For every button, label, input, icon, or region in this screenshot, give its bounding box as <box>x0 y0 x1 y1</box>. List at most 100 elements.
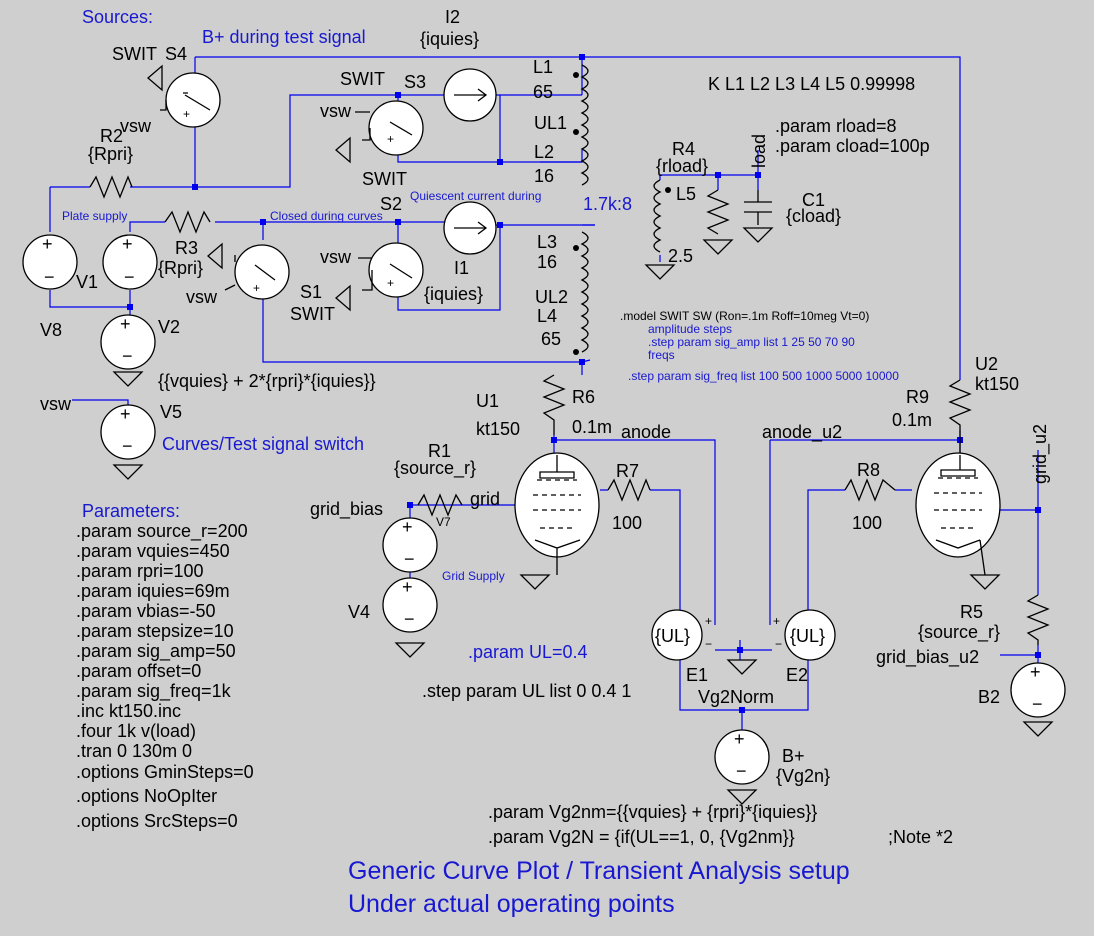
s4-vsw-label: vsw <box>120 116 152 136</box>
v2-value-label: {{vquies} + 2*{rpri}*{iquies}} <box>158 371 376 391</box>
component-labels: SWIT S4 I2 {iquies} SWIT S3 vsw SWIT vsw… <box>40 7 1051 847</box>
s3-vsw-label: vsw <box>320 101 352 121</box>
i1-ref-label: I1 <box>454 258 469 278</box>
switch-s1: + <box>207 242 290 300</box>
grid-supply-label: Grid Supply <box>442 569 505 583</box>
l4-value-label: 65 <box>541 329 561 349</box>
u2-value-label: kt150 <box>975 374 1019 394</box>
resistor-r9 <box>948 379 972 455</box>
resistor-r8 <box>844 478 896 502</box>
r1-value-label: {source_r} <box>394 458 476 479</box>
r2-ref-label: R2 <box>100 126 123 146</box>
resistor-r3 <box>164 210 211 234</box>
l2-value-label: 16 <box>534 166 554 186</box>
svg-text:−: − <box>44 267 55 287</box>
r9-value-label: 0.1m <box>892 410 932 430</box>
u1-value-label: kt150 <box>476 419 520 439</box>
freqs-comment: freqs <box>648 348 675 362</box>
voltage-source-v2: + − <box>100 314 156 387</box>
step-freq-directive: .step param sig_freq list 100 500 1000 5… <box>628 369 899 383</box>
voltage-source-v4: + − <box>382 577 438 658</box>
l4-ref-label: L4 <box>537 306 557 326</box>
e1-ref-label: E1 <box>686 665 708 685</box>
inductor-l3-l4 <box>573 231 589 355</box>
dependent-source-e2: + − <box>773 609 836 661</box>
voltage-source-v1: + − <box>22 234 78 290</box>
title-line-2: Under actual operating points <box>348 890 675 918</box>
svg-text:+: + <box>42 234 53 254</box>
r5-ref-label: R5 <box>960 602 983 622</box>
parameter-line: .param rpri=100 <box>76 561 204 581</box>
c1-ref-label: C1 <box>802 190 825 210</box>
parameter-line: .param vquies=450 <box>76 541 230 561</box>
step-amp-directive: .step param sig_amp list 1 25 50 70 90 <box>648 335 855 349</box>
l5-value-label: 2.5 <box>668 246 693 266</box>
parameter-line: .param source_r=200 <box>76 521 248 542</box>
switch-s2: + <box>335 242 424 312</box>
s4-model-label: SWIT <box>112 44 157 64</box>
dependent-source-e1: + − <box>651 609 712 661</box>
svg-text:+: + <box>402 517 413 537</box>
parameter-line: .four 1k v(load) <box>76 721 196 741</box>
parameters-list: .param source_r=200.param vquies=450.par… <box>76 521 254 831</box>
model-directive: .model SWIT SW (Ron=.1m Roff=10meg Vt=0) <box>620 309 869 323</box>
closed-curves-label: Closed during curves <box>270 209 383 223</box>
parameter-line: .param offset=0 <box>76 661 201 681</box>
parameter-line: .param vbias=-50 <box>76 601 216 621</box>
s3-ref-label: S3 <box>404 72 426 92</box>
parameter-line: .param sig_freq=1k <box>76 681 232 702</box>
note-comment: ;Note *2 <box>888 827 953 847</box>
tube-u2 <box>915 452 1001 590</box>
s2-ref-label: S2 <box>380 194 402 214</box>
load-net-label: load <box>749 134 769 168</box>
svg-text:+: + <box>120 404 131 424</box>
parameter-line: .param stepsize=10 <box>76 621 234 641</box>
quiescent-label: Quiescent current during <box>410 189 541 203</box>
current-source-i2 <box>443 68 497 122</box>
svg-text:−: − <box>736 761 747 781</box>
l2-ref-label: L2 <box>534 142 554 162</box>
param-ul-label: .param UL=0.4 <box>468 642 588 662</box>
c1-value-label: {cload} <box>786 206 841 226</box>
i1-value-label: {iquies} <box>424 284 483 304</box>
parameter-line: .options SrcSteps=0 <box>76 811 238 831</box>
parameter-line: .options NoOpIter <box>76 786 217 806</box>
bplus-test-label: B+ during test signal <box>202 27 366 47</box>
e2-value-label: {UL} <box>790 626 825 646</box>
v7-ref-label: V7 <box>436 515 451 529</box>
switch-s3: + <box>335 100 424 164</box>
resistor-r7 <box>607 478 651 502</box>
current-source-i1 <box>443 201 497 255</box>
l5-ref-label: L5 <box>676 184 696 204</box>
l1-value-label: 65 <box>533 82 553 102</box>
r4-ref-label: R4 <box>672 139 695 159</box>
parameter-line: .param iquies=69m <box>76 581 230 601</box>
l3-ref-label: L3 <box>537 232 557 252</box>
parameter-line: .tran 0 130m 0 <box>76 741 192 761</box>
v5-ref-label: V5 <box>160 402 182 422</box>
svg-text:+: + <box>773 614 780 628</box>
v8-ref-label: V8 <box>40 320 62 340</box>
grid-u2-net-label: grid_u2 <box>1030 424 1051 484</box>
bplus-ref-label: B+ <box>782 746 805 766</box>
s3-model-label-2: SWIT <box>362 169 407 189</box>
cload-directive: .param cload=100p <box>775 136 930 156</box>
svg-text:−: − <box>122 436 133 456</box>
r8-ref-label: R8 <box>857 460 880 480</box>
s3-model-label: SWIT <box>340 69 385 89</box>
voltage-source-b2: + − <box>1010 662 1066 737</box>
r3-ref-label: R3 <box>175 238 198 258</box>
sources-label: Sources: <box>82 7 153 27</box>
r4-value-label: {rload} <box>656 156 708 176</box>
resistor-r2 <box>89 175 133 199</box>
r7-ref-label: R7 <box>616 461 639 481</box>
svg-text:+: + <box>183 107 190 121</box>
i2-value-label: {iquies} <box>420 29 479 49</box>
coupling-directive: K L1 L2 L3 L4 L5 0.99998 <box>708 74 915 94</box>
switch-label: Curves/Test signal switch <box>162 434 364 454</box>
l1-ref-label: L1 <box>533 57 553 77</box>
b2-ref-label: B2 <box>978 687 1000 707</box>
anode-net-label: anode <box>621 422 671 442</box>
junction-dots <box>127 54 1041 713</box>
ratio-label: 1.7k:8 <box>583 194 632 214</box>
